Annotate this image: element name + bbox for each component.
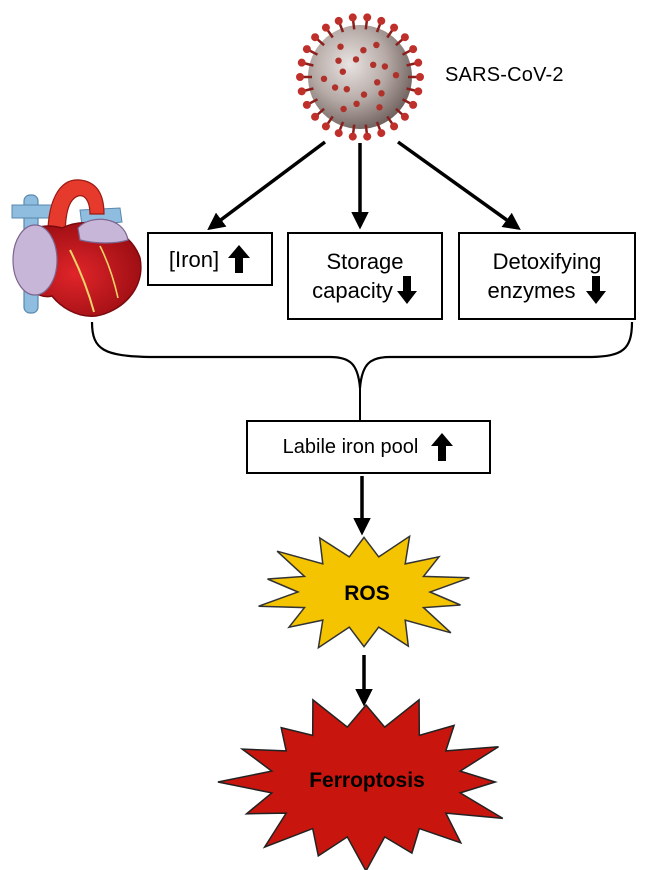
- labile-label: Labile iron pool: [282, 435, 419, 458]
- virus-spike-tip: [377, 129, 386, 138]
- virus-surface-protein: [339, 68, 346, 75]
- arrow-virus-to-iron: [207, 140, 327, 231]
- virus-surface-protein: [353, 100, 360, 108]
- virus-surface-protein: [392, 72, 400, 79]
- virus-spike-tip: [377, 16, 386, 25]
- virus-spike-tip: [416, 73, 424, 81]
- virus-spike-tip: [409, 100, 418, 109]
- down-arrow-icon: [396, 276, 417, 304]
- ferroptosis-burst: [217, 698, 504, 870]
- up-arrow-icon: [431, 433, 454, 461]
- iron-label: [Iron]: [168, 246, 220, 272]
- virus-spike-tip: [321, 122, 330, 131]
- virus-spike-tip: [321, 23, 330, 32]
- virus-spike-tip: [348, 13, 357, 22]
- arrow-virus-to-detox: [396, 140, 521, 231]
- virus-spike-tip: [390, 23, 399, 32]
- virus-spike-tip: [390, 122, 399, 131]
- virus-spike-tip: [414, 87, 423, 96]
- detoxifying-enzymes-box: Detoxifying enzymes: [458, 232, 636, 320]
- virus-spike-tip: [311, 33, 320, 42]
- virus-spike-tip: [297, 58, 306, 67]
- virus-surface-protein: [335, 57, 342, 64]
- iron-box: [Iron]: [147, 232, 273, 286]
- virus-spike-tip: [348, 132, 357, 141]
- labile-iron-pool-box: Labile iron pool: [246, 420, 491, 474]
- virus-surface-protein: [381, 63, 389, 70]
- virus-spike-tip: [296, 73, 304, 81]
- detox-line2: enzymes: [487, 277, 576, 303]
- virus-spike-tip: [400, 33, 409, 42]
- ros-label: ROS: [344, 582, 390, 605]
- virus-label: SARS-CoV-2: [445, 64, 564, 86]
- virus-surface-protein: [376, 104, 383, 111]
- grouping-brace: [90, 321, 634, 389]
- virus-surface-protein: [343, 86, 350, 93]
- detox-line1: Detoxifying: [492, 249, 602, 274]
- virus-spike-tip: [414, 58, 423, 67]
- heart-icon: [11, 179, 142, 317]
- virus-spike-tip: [409, 45, 418, 54]
- virus-surface-protein: [340, 105, 347, 113]
- virus-spike-tip: [302, 45, 311, 54]
- virus-surface-protein: [331, 84, 339, 91]
- up-arrow-icon: [228, 245, 251, 273]
- virus-surface-protein: [320, 75, 328, 83]
- storage-line2: capacity: [312, 277, 393, 303]
- virus-surface-protein: [337, 43, 344, 50]
- virus-surface-protein: [360, 91, 368, 98]
- storage-line1: Storage: [326, 249, 404, 274]
- down-arrow-icon: [585, 276, 606, 304]
- virus-spike-tip: [311, 112, 320, 121]
- virus-spike-tip: [334, 129, 343, 138]
- virus-spike-tip: [363, 13, 372, 22]
- virus-spike-tip: [297, 87, 306, 96]
- storage-capacity-box: Storage capacity: [287, 232, 443, 320]
- virus-spike-tip: [363, 132, 372, 141]
- virus-surface-protein: [378, 90, 385, 97]
- virus-spike-tip: [400, 112, 409, 121]
- virus-surface-protein: [352, 56, 360, 63]
- virus-surface-protein: [370, 61, 377, 68]
- virus-icon: [296, 13, 424, 141]
- virus-surface-protein: [373, 41, 380, 49]
- ros-burst: [258, 534, 470, 650]
- virus-spike-tip: [302, 100, 311, 109]
- virus-spike-tip: [334, 16, 343, 25]
- virus-surface-protein: [360, 47, 367, 54]
- ferroptosis-label: Ferroptosis: [309, 769, 425, 792]
- virus-surface-protein: [374, 79, 381, 86]
